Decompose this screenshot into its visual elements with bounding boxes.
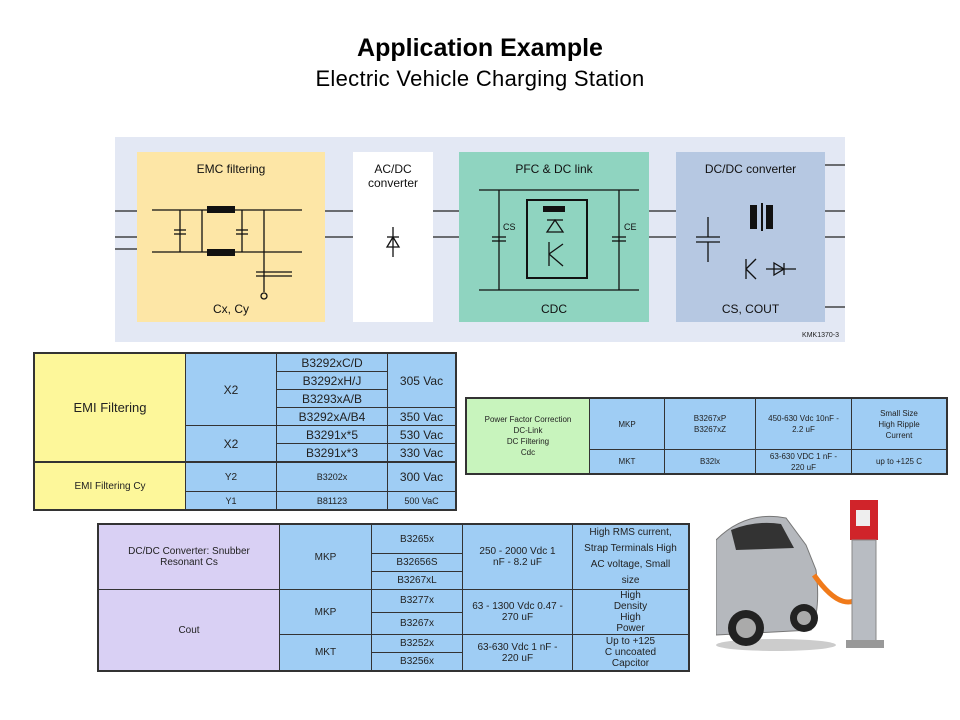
feature-cell: Small Size High Ripple Current [851,397,948,450]
class-cell: Y2 [185,461,277,492]
diagram-code: KMK1370-3 [802,332,839,339]
category-cell: EMI Filtering [33,352,186,463]
type-cell: MKT [589,449,665,475]
part-cell: B3291x*3 [276,443,388,463]
category-line: DC-Link [513,426,543,435]
part-cell: B3292xC/D [276,352,388,372]
category-line: Power Factor Correction [484,415,572,424]
range-cell: 63-630 Vdc 1 nF - 220 uF [462,634,573,672]
acdc-label: AC/DC converter [367,162,419,190]
pfc-circuit-icon [479,189,639,291]
dcdc-converter-table: DC/DC Converter: Snubber Resonant Cs MKP… [97,523,690,672]
category-line: Cdc [520,448,536,457]
part-cell: B3293xA/B [276,389,388,408]
voltage-cell: 330 Vac [387,443,457,463]
dcdc-converter-block: DC/DC converter CS, COUT [676,152,825,322]
emc-label: EMC filtering [196,162,266,176]
ev-charging-photo [716,500,950,655]
emi-filtering-table: EMI Filtering X2 B3292xC/D 305 Vac B3292… [33,352,457,511]
range-cell: 63-630 VDC 1 nF - 220 uF [755,449,852,475]
part-cell: B81123 [276,491,388,511]
rectifier-icon [385,227,401,257]
cs-cout-label: CS, COUT [721,302,780,316]
part-cell: B3291x*5 [276,425,388,444]
part-cell: B3202x [276,461,388,492]
class-cell: X2 [185,425,277,463]
part-cell: B3252x [371,634,463,653]
range-cell: 450-630 Vdc 10nF - 2.2 uF [755,397,852,450]
part-cell: B3292xH/J [276,371,388,390]
acdc-converter-block: AC/DC converter [353,152,433,322]
part-cell: B3277x [371,589,463,613]
category-cell: EMI Filtering Cy [33,461,186,511]
part-cell: B3267xL [371,571,463,590]
feature-cell: High RMS current, Strap Terminals High A… [572,523,690,590]
category-line: DC Filtering [506,437,550,446]
class-cell: Y1 [185,491,277,511]
type-cell: MKP [279,523,372,590]
voltage-cell: 300 Vac [387,461,457,492]
category-cell: DC/DC Converter: Snubber Resonant Cs [97,523,280,590]
block-diagram: EMC filtering Cx, Cy AC/DC converter PFC… [115,137,845,342]
ce-label: CE [624,222,637,232]
feature-cell: up to +125 C [851,449,948,475]
dcdc-circuit-icon [696,203,796,280]
pfc-label: PFC & DC link [515,162,593,176]
dcdc-label: DC/DC converter [704,162,797,176]
type-cell: MKP [589,397,665,450]
emc-filtering-block: EMC filtering Cx, Cy [137,152,325,322]
part-cell: B32lx [664,449,756,475]
cdc-label: CDC [541,302,567,316]
emc-circuit-icon [152,206,302,300]
voltage-cell: 350 Vac [387,407,457,426]
part-cell: B3292xA/B4 [276,407,388,426]
emc-capacitor-label: Cx, Cy [213,302,249,316]
type-cell: MKT [279,634,372,672]
part-cell: B32656S [371,553,463,572]
range-cell: 250 - 2000 Vdc 1 nF - 8.2 uF [462,523,573,590]
type-cell: MKP [279,589,372,635]
pfc-dc-link-block: PFC & DC link CS CE CDC [459,152,649,322]
part-cell: B3267xP B3267xZ [664,397,756,450]
class-cell: X2 [185,352,277,426]
part-cell: B3256x [371,652,463,672]
slide-title: Application Example [357,34,603,62]
voltage-cell: 305 Vac [387,352,457,408]
category-cell: Cout [97,589,280,672]
feature-cell: High Density High Power [572,589,690,635]
cs-label: CS [503,222,516,232]
voltage-cell: 530 Vac [387,425,457,444]
feature-cell: Up to +125 C uncoated Capcitor [572,634,690,672]
range-cell: 63 - 1300 Vdc 0.47 - 270 uF [462,589,573,635]
part-cell: B3265x [371,523,463,554]
part-cell: B3267x [371,611,463,635]
voltage-cell: 500 VaC [387,491,457,511]
slide-subtitle: Electric Vehicle Charging Station [315,66,645,91]
